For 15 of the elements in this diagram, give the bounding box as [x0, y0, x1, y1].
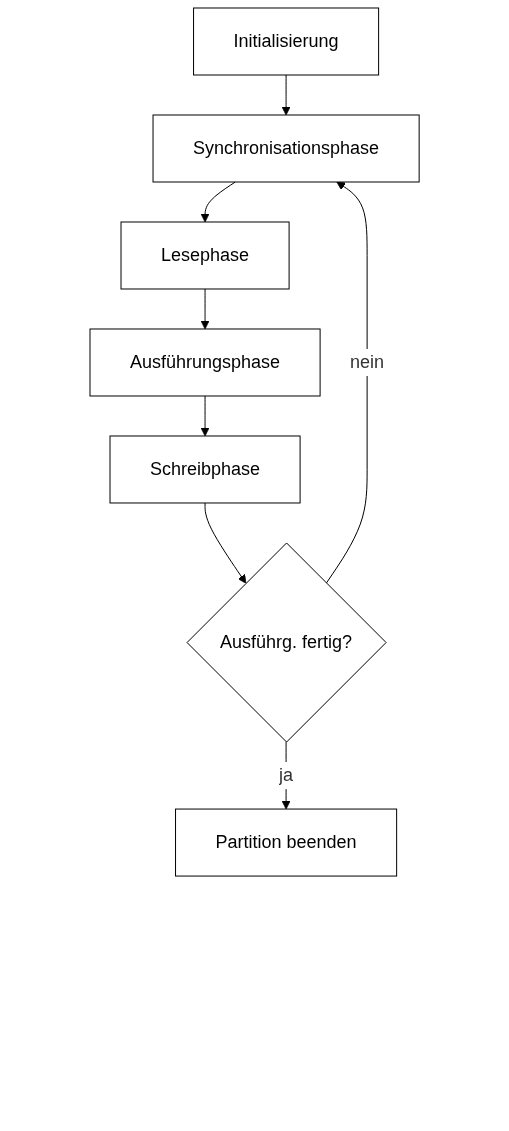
- edge-label: ja: [279, 765, 294, 786]
- node-box: Schreibphase: [109, 435, 301, 504]
- node-box: Synchronisationsphase: [152, 114, 420, 183]
- arrow: [325, 181, 368, 584]
- arrow: [200, 288, 210, 330]
- node-box: Lesephase: [120, 221, 290, 290]
- node-diamond: Ausführg. fertig?: [186, 542, 387, 743]
- arrow: [204, 502, 247, 584]
- arrow: [200, 181, 236, 223]
- edge-label: nein: [350, 351, 385, 372]
- node-box: Partition beenden: [174, 808, 398, 877]
- arrow: [281, 74, 291, 116]
- node-box: Ausführungsphase: [89, 328, 321, 397]
- node-box: Initialisierung: [193, 7, 380, 76]
- arrow: [200, 395, 210, 437]
